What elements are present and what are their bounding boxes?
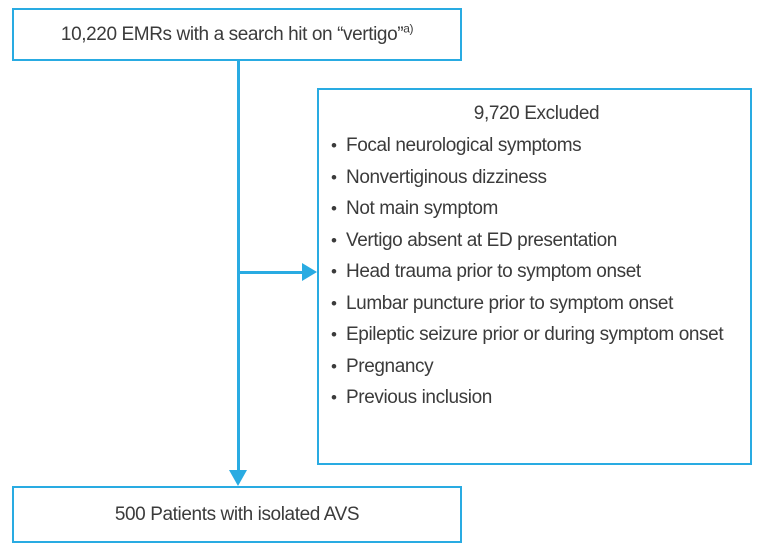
exclusion-item: • Previous inclusion xyxy=(331,382,742,414)
result-box: 500 Patients with isolated AVS xyxy=(12,486,462,543)
exclusion-item: • Nonvertiginous dizziness xyxy=(331,162,742,194)
exclusion-item-label: Not main symptom xyxy=(346,198,498,219)
bullet-icon: • xyxy=(331,230,337,250)
exclusion-item-label: Vertigo absent at ED presentation xyxy=(346,229,617,251)
connector-vertical-line xyxy=(236,61,240,471)
bullet-icon: • xyxy=(331,325,337,344)
exclusion-item-label: Nonvertiginous dizziness xyxy=(346,166,547,188)
bullet-icon: • xyxy=(331,388,337,407)
right-arrowhead-icon xyxy=(302,263,317,281)
exclusion-item-label: Head trauma prior to symptom onset xyxy=(346,261,641,282)
emr-source-box: 10,220 EMRs with a search hit on “vertig… xyxy=(12,8,462,61)
exclusion-item: • Epileptic seizure prior or during symp… xyxy=(331,319,742,351)
connector-horizontal-line xyxy=(238,271,304,274)
bullet-icon: • xyxy=(331,356,337,376)
exclusion-item: • Head trauma prior to symptom onset xyxy=(331,256,742,288)
emr-source-label: 10,220 EMRs with a search hit on “vertig… xyxy=(60,21,414,46)
bullet-icon: • xyxy=(331,293,337,313)
exclusion-item-label: Epileptic seizure prior or during sympto… xyxy=(346,324,724,345)
exclusion-item-label: Focal neurological symptoms xyxy=(346,135,582,156)
bullet-icon: • xyxy=(331,136,337,155)
bullet-icon: • xyxy=(331,262,337,281)
exclusion-item: • Vertigo absent at ED presentation xyxy=(331,225,742,257)
down-arrowhead-icon xyxy=(228,470,247,486)
bullet-icon: • xyxy=(331,167,337,187)
bullet-icon: • xyxy=(331,199,337,218)
result-label: 500 Patients with isolated AVS xyxy=(114,503,360,525)
exclusion-item: • Not main symptom xyxy=(331,193,742,225)
exclusion-item: • Focal neurological symptoms xyxy=(331,130,742,162)
exclusion-item: • Pregnancy xyxy=(331,351,742,383)
footnote-marker: a) xyxy=(403,21,414,36)
exclusion-box: 9,720 Excluded • Focal neurological symp… xyxy=(317,88,752,465)
exclusion-item: • Lumbar puncture prior to symptom onset xyxy=(331,288,742,320)
exclusion-list: • Focal neurological symptoms • Nonverti… xyxy=(331,130,742,414)
emr-source-text: 10,220 EMRs with a search hit on “vertig… xyxy=(60,23,404,45)
exclusion-item-label: Pregnancy xyxy=(346,355,434,377)
exclusion-item-label: Previous inclusion xyxy=(346,387,492,408)
exclusion-title: 9,720 Excluded xyxy=(473,103,600,124)
exclusion-item-label: Lumbar puncture prior to symptom onset xyxy=(346,292,673,314)
